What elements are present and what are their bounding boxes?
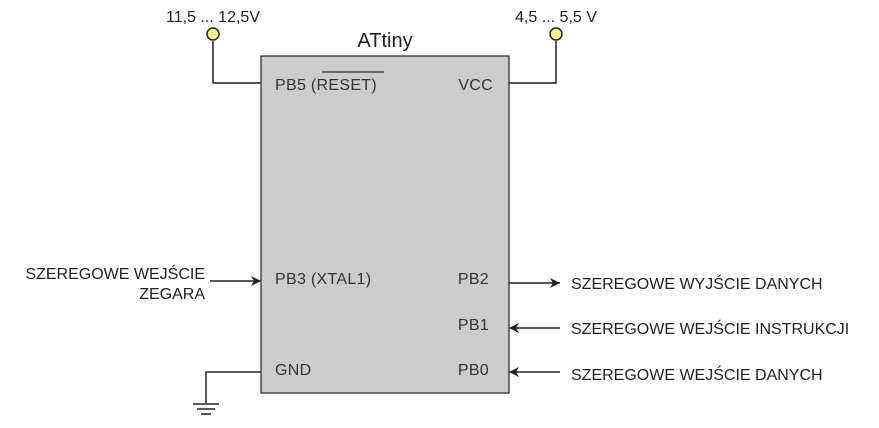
instruction-in-label: SZEREGOWE WEJŚCIE INSTRUKCJI	[571, 319, 849, 338]
pin-gnd: GND	[275, 362, 311, 379]
reset-supply-terminal	[206, 27, 220, 41]
chip-body	[260, 55, 510, 394]
pin-pb5-reset: PB5 (RESET)	[275, 77, 377, 94]
reset-voltage-label: 11,5 ... 12,5V	[166, 9, 260, 26]
pin-vcc: VCC	[458, 77, 493, 94]
pin-pb2: PB2	[458, 271, 489, 288]
vcc-supply-terminal	[549, 27, 563, 41]
data-in-label: SZEREGOWE WEJŚCIE DANYCH	[571, 365, 823, 384]
clock-in-label-line1: SZEREGOWE WEJŚCIE	[25, 264, 205, 283]
pin-pb1: PB1	[458, 317, 489, 334]
ground-icon	[193, 403, 219, 415]
clock-in-label-line2: ZEGARA	[139, 286, 205, 303]
reset-supply-wire	[212, 41, 261, 84]
data-out-label: SZEREGOWE WYJŚCIE DANYCH	[571, 274, 823, 293]
vcc-voltage-label: 4,5 ... 5,5 V	[515, 9, 597, 26]
gnd-wire	[205, 371, 261, 403]
pin-pb3-xtal1: PB3 (XTAL1)	[275, 271, 371, 288]
chip-title: ATtiny	[357, 30, 412, 52]
vcc-supply-wire	[509, 41, 557, 84]
pin-pb0: PB0	[458, 362, 489, 379]
